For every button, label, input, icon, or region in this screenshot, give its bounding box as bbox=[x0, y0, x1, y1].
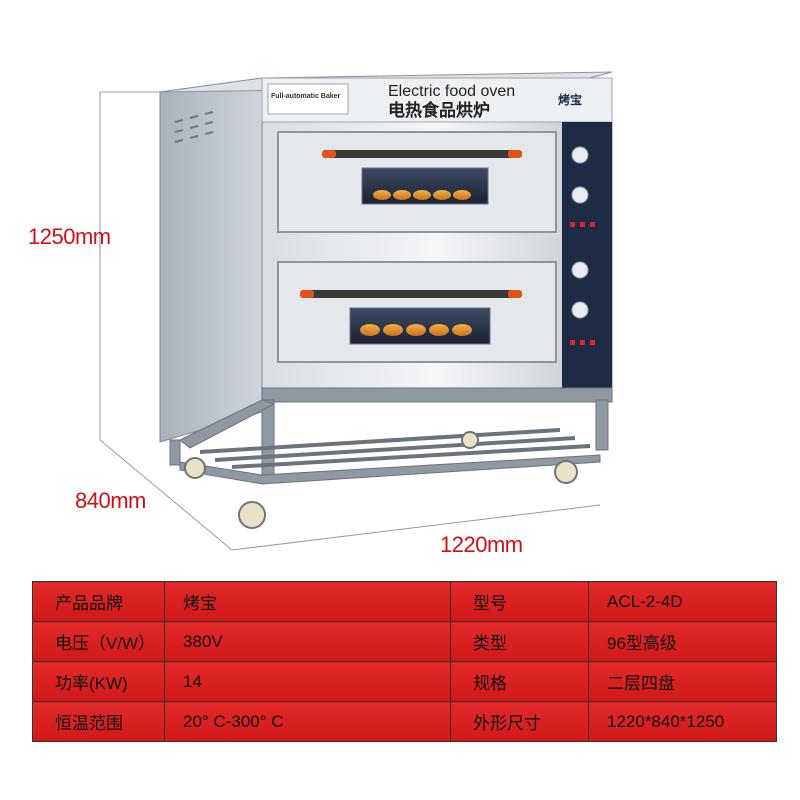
spec-value: 14 bbox=[164, 661, 451, 702]
table-row: 恒温范围 20° C-300° C 外形尺寸 1220*840*1250 bbox=[32, 701, 777, 742]
caster-wheels bbox=[184, 431, 578, 529]
spec-value: 二层四盘 bbox=[588, 661, 777, 702]
table-row: 功率(KW) 14 规格 二层四盘 bbox=[32, 661, 777, 702]
control-knobs bbox=[571, 146, 589, 319]
oven-stand bbox=[169, 387, 613, 485]
oven-header-english: Electric food oven bbox=[388, 83, 515, 100]
control-panel bbox=[562, 122, 612, 388]
oven-illustration: Electric food oven 电热食品烘炉 烤宝 Full-automa… bbox=[99, 71, 613, 551]
spec-key: 产品品牌 bbox=[32, 581, 165, 622]
spec-value: ACL-2-4D bbox=[588, 581, 777, 622]
table-row: 产品品牌 烤宝 型号 ACL-2-4D bbox=[32, 581, 777, 622]
spec-key: 类型 bbox=[450, 621, 589, 662]
spec-value: 380V bbox=[164, 621, 451, 662]
spec-table: 产品品牌 烤宝 型号 ACL-2-4D 电压（V/W） 380V 类型 96型高… bbox=[32, 581, 777, 742]
spec-key: 外形尺寸 bbox=[450, 701, 589, 742]
height-dimension-label: 1250mm bbox=[28, 224, 111, 249]
spec-value: 96型高级 bbox=[588, 621, 777, 662]
spec-value: 1220*840*1250 bbox=[588, 701, 777, 742]
oven-header-chinese: 电热食品烘炉 bbox=[388, 100, 490, 121]
oven-plate-text: Full-automatic Baker bbox=[271, 93, 341, 100]
side-vents bbox=[174, 111, 214, 143]
depth-dimension-label: 840mm bbox=[75, 488, 146, 513]
spec-value: 烤宝 bbox=[164, 581, 451, 622]
spec-key: 规格 bbox=[450, 661, 589, 702]
spec-key: 型号 bbox=[450, 581, 589, 622]
indicator-lights bbox=[570, 222, 595, 345]
table-row: 电压（V/W） 380V 类型 96型高级 bbox=[32, 621, 777, 662]
spec-value: 20° C-300° C bbox=[164, 701, 451, 742]
oven-brand-badge: 烤宝 bbox=[558, 92, 582, 107]
spec-key: 功率(KW) bbox=[32, 661, 165, 702]
spec-key: 恒温范围 bbox=[32, 701, 165, 742]
dimension-lines bbox=[99, 91, 601, 551]
spec-key: 电压（V/W） bbox=[32, 621, 165, 662]
width-dimension-label: 1220mm bbox=[440, 532, 523, 557]
